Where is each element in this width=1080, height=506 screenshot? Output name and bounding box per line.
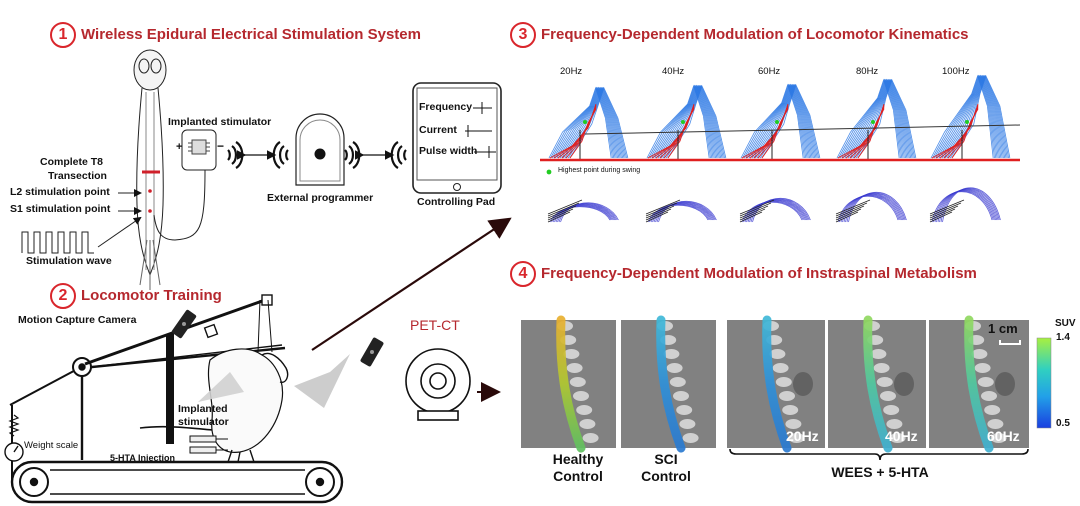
stick-figure-3 [740, 83, 821, 160]
suv-colorbar [1036, 337, 1052, 429]
transection-label: Transection [48, 170, 107, 182]
stimulation-wave-label: Stimulation wave [26, 255, 112, 267]
ct-image-sci [621, 315, 716, 453]
stimulator-label: stimulator [178, 416, 229, 428]
section-1-title: 1 Wireless Epidural Electrical Stimulatio… [50, 22, 421, 48]
ct-image-strip [521, 315, 1029, 453]
section-4-title-text: Frequency-Dependent Modulation of Instra… [541, 264, 977, 282]
section-2-title-text: Locomotor Training [81, 286, 222, 304]
implanted-stimulator-label: Implanted stimulator [168, 116, 272, 128]
pet-ct-label: PET-CT [410, 317, 460, 333]
section-4-title: 4 Frequency-Dependent Modulation of Instr… [510, 261, 977, 287]
section-2-title: 2 Locomotor Training [50, 283, 222, 309]
ct-image-40hz [828, 315, 926, 453]
swing-trajectory-5 [929, 187, 1001, 223]
implanted-stimulator-chip: + − [176, 129, 224, 171]
complete-t8-label: Complete T8 [40, 156, 104, 168]
controlling-pad-device [412, 82, 502, 194]
stick-figure-1 [548, 86, 629, 160]
section-1-number: 1 [50, 22, 76, 48]
ct-label-20hz: 20Hz [786, 428, 819, 444]
camera-view-cones [198, 354, 350, 408]
injection-label: 5-HTA Injection [110, 453, 175, 463]
group-sci-line2: Control [641, 468, 691, 484]
suv-max-label: 1.4 [1056, 332, 1070, 343]
ct-image-20hz [727, 315, 825, 453]
freq-label-60: 60Hz [758, 66, 781, 77]
scale-bar [999, 340, 1021, 345]
swing-trajectory-3 [739, 198, 811, 223]
controlling-pad-label: Controlling Pad [417, 196, 496, 208]
implanted-label: Implanted [178, 403, 228, 415]
ct-label-40hz: 40Hz [885, 428, 918, 444]
section-4-number: 4 [510, 261, 536, 287]
highest-point-legend: Highest point during swing [558, 167, 641, 174]
pad-frequency-label: Frequency [419, 101, 473, 113]
ct-image-60hz [929, 315, 1029, 453]
locomotor-training-apparatus [4, 294, 344, 504]
stick-figure-2 [646, 84, 727, 160]
section-2-number: 2 [50, 283, 76, 309]
stick-figure-5 [930, 74, 1011, 160]
pad-pulse-width-label: Pulse width [419, 145, 478, 157]
kinematics-stick-figures [548, 74, 1011, 160]
section-3-title-text: Frequency-Dependent Modulation of Locomo… [541, 25, 969, 43]
ct-label-60hz: 60Hz [987, 428, 1020, 444]
freq-label-20: 20Hz [560, 66, 583, 77]
group-healthy-line1: Healthy [552, 451, 604, 467]
swing-trajectory-4 [835, 192, 907, 223]
scale-bar-label: 1 cm [988, 321, 1018, 336]
section-1-title-text: Wireless Epidural Electrical Stimulation… [81, 25, 421, 43]
flow-arrow [311, 217, 512, 351]
freq-label-40: 40Hz [662, 66, 685, 77]
stick-figure-4 [836, 78, 917, 160]
suv-label: SUV [1055, 318, 1076, 329]
external-programmer-device [295, 113, 345, 186]
suv-min-label: 0.5 [1056, 418, 1070, 429]
swing-trajectories [547, 187, 1001, 223]
external-programmer-label: External programmer [267, 192, 374, 204]
rat-spinal-cord-drawing [21, 49, 206, 290]
pad-current-label: Current [419, 124, 457, 136]
highest-point-marker [546, 169, 552, 175]
freq-label-80: 80Hz [856, 66, 879, 77]
svg-text:−: − [217, 139, 224, 153]
swing-trajectory-1 [547, 199, 619, 223]
motion-capture-camera-label: Motion Capture Camera [18, 314, 137, 326]
pet-ct-scanner-icon [405, 348, 471, 421]
group-sci-control: SCI Control [626, 451, 706, 485]
group-brace [729, 448, 1029, 461]
section-3-title: 3 Frequency-Dependent Modulation of Locom… [510, 22, 969, 48]
group-wees-5hta: WEES + 5-HTA [831, 464, 929, 480]
section-3-number: 3 [510, 22, 536, 48]
s1-stimulation-point-label: S1 stimulation point [10, 203, 111, 215]
highest-point-reference-line [584, 124, 1021, 135]
motion-capture-camera-icon [171, 309, 384, 367]
group-healthy-line2: Control [553, 468, 603, 484]
freq-label-100: 100Hz [942, 66, 970, 77]
group-sci-line1: SCI [654, 451, 678, 467]
group-healthy-control: Healthy Control [538, 451, 618, 485]
svg-text:+: + [176, 141, 182, 153]
swing-trajectory-2 [645, 199, 717, 223]
weight-scale-label: Weight scale [24, 440, 79, 451]
l2-stimulation-point-label: L2 stimulation point [10, 186, 110, 198]
ct-image-healthy [521, 315, 616, 453]
